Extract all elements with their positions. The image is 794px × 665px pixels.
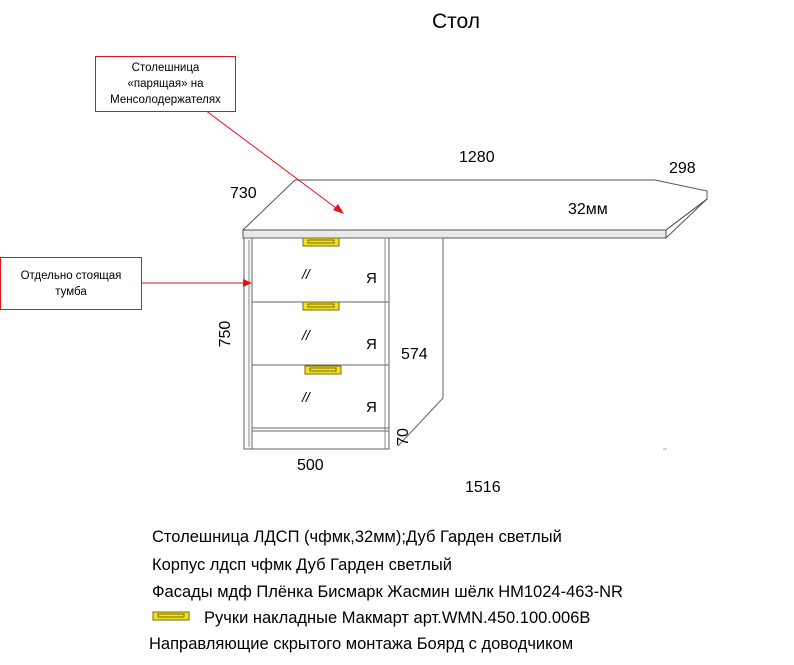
dim-height: 750	[217, 320, 234, 348]
cabinet-callout-line: тумба	[55, 285, 87, 298]
spec-handles: Ручки накладные Макмарт арт.WMN.450.100.…	[204, 609, 591, 627]
drawer-hinge-mark: //	[302, 266, 310, 282]
cabinet-left-side	[243, 237, 253, 450]
dim-right-depth: 298	[669, 160, 696, 177]
drawer-side-mark: Я	[366, 270, 377, 287]
spec-body: Корпус лдсп чфмк Дуб Гарден светлый	[152, 556, 452, 574]
tabletop-front-edge	[242, 229, 667, 239]
spec-tabletop: Столешница ЛДСП (чфмк,32мм);Дуб Гарден с…	[152, 528, 562, 546]
tabletop-top-face	[241, 179, 708, 231]
dim-total-length: 1516	[465, 479, 501, 496]
cabinet-callout: Отдельно стоящая тумба	[0, 257, 142, 310]
spec-runners: Направляющие скрытого монтажа Боярд с до…	[149, 635, 574, 653]
drawer-hinge-mark: //	[302, 389, 310, 405]
drawer-handle-1	[302, 237, 340, 247]
tabletop-callout: Столешница «парящая» на Менсолодержателя…	[95, 56, 236, 112]
tabletop-callout-arrow	[204, 109, 341, 212]
drawer-front-2	[251, 301, 390, 366]
tabletop-callout-line: «парящая» на	[127, 78, 204, 90]
dim-cabinet-width: 500	[297, 457, 324, 474]
drawing-title: Стол	[431, 10, 481, 33]
support-panel	[389, 237, 444, 447]
drawer-handle-3	[304, 365, 342, 375]
drawer-front-1	[251, 237, 390, 303]
drawer-front-3	[251, 364, 390, 429]
dim-width: 1280	[459, 149, 495, 166]
spec-facades: Фасады мдф Плёнка Бисмарк Жасмин шёлк НМ…	[152, 583, 623, 601]
tabletop-callout-line: Столешница	[131, 62, 200, 74]
drawer-side-mark: Я	[366, 399, 377, 416]
dim-thickness: 32мм	[568, 201, 608, 218]
dim-plinth: 70	[395, 428, 412, 446]
dim-inner-height: 574	[401, 346, 428, 363]
dim-depth: 730	[230, 185, 257, 202]
tabletop-callout-line: Менсолодержателях	[110, 94, 221, 106]
drawer-handle-2	[302, 301, 340, 311]
drawer-side-mark: Я	[366, 336, 377, 353]
cabinet-callout-line: Отдельно стоящая	[20, 269, 122, 282]
drawer-hinge-mark: //	[302, 327, 310, 343]
handle-legend-icon	[152, 611, 190, 621]
